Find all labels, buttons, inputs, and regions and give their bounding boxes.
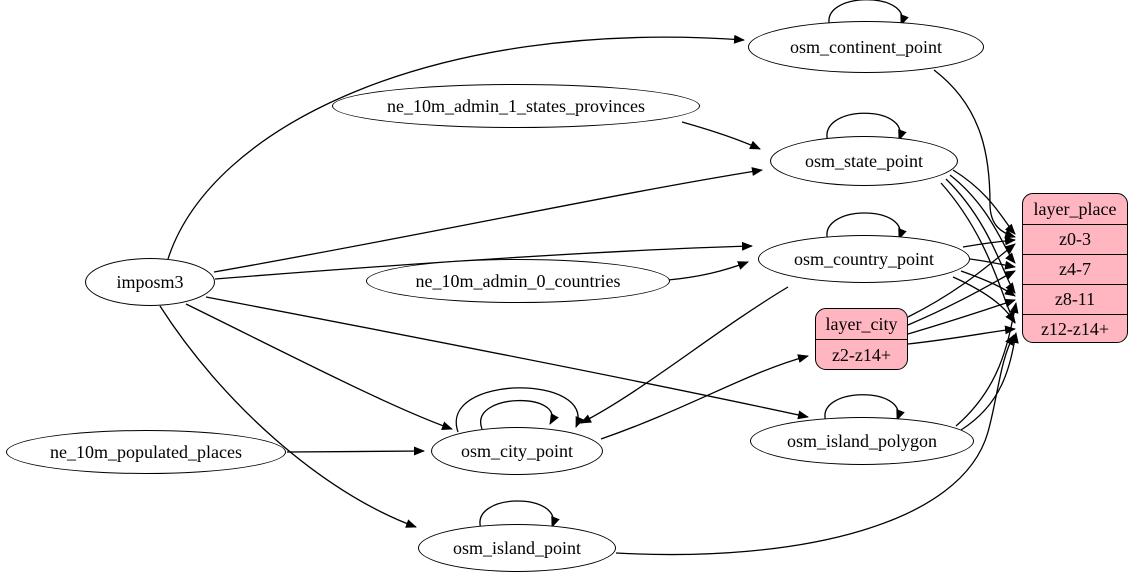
node-osm-continent-point: osm_continent_point xyxy=(748,21,984,73)
edge-imposm3-to-osm_city_point xyxy=(185,303,453,430)
edge-layer_city-to-layer_place-z12-z14+ xyxy=(907,325,1016,345)
edge-osm_country_point-to-layer_place-z4-7 xyxy=(969,258,1016,270)
node-label: osm_state_point xyxy=(805,150,923,171)
node-osm-state-point: osm_state_point xyxy=(770,136,958,186)
node-osm-country-point: osm_country_point xyxy=(758,235,970,283)
record-row-z8-11: z8-11 xyxy=(1023,284,1127,314)
node-label: osm_country_point xyxy=(794,248,934,269)
node-ne-10m-populated-places: ne_10m_populated_places xyxy=(6,430,286,474)
record-title: layer_city xyxy=(825,313,898,334)
node-osm-island-polygon: osm_island_polygon xyxy=(750,417,974,465)
node-label: osm_continent_point xyxy=(790,36,942,57)
node-layer-city: layer_city z2-z14+ xyxy=(815,308,908,370)
record-row-z4-7: z4-7 xyxy=(1023,254,1127,284)
record-row-z12-z14-: z12-z14+ xyxy=(1023,314,1127,342)
edge-osm_state_point-to-layer_place-z8-11 xyxy=(945,178,1016,294)
edge-osm_state_point-to-osm_state_point-loop1 xyxy=(826,112,907,143)
edge-osm_country_point-to-layer_place-z8-11 xyxy=(960,270,1016,297)
edge-osm_state_point-to-layer_place-z0-3 xyxy=(952,169,1016,235)
node-osm-island-point: osm_island_point xyxy=(418,524,616,572)
edge-osm_continent_point-to-layer_place-z0-3 xyxy=(933,69,1016,239)
edge-imposm3-to-osm_island_polygon xyxy=(205,296,809,420)
node-label: ne_10m_admin_0_countries xyxy=(415,270,621,291)
edge-osm_city_point-to-osm_city_point-loop1 xyxy=(455,387,584,433)
record-row-z2-z14-: z2-z14+ xyxy=(816,339,907,369)
edge-osm_island_point-to-osm_island_point-loop1 xyxy=(479,500,560,530)
edge-osm_country_point-to-osm_country_point-loop1 xyxy=(826,212,907,242)
edge-imposm3-to-osm_state_point xyxy=(213,167,763,273)
node-ne-10m-admin-0-countries: ne_10m_admin_0_countries xyxy=(366,259,670,303)
node-osm-city-point: osm_city_point xyxy=(431,427,603,475)
edge-layer_city-to-layer_place-z8-11 xyxy=(907,298,1016,335)
node-imposm3: imposm3 xyxy=(85,258,215,306)
edge-osm_country_point-to-layer_place-z0-3 xyxy=(962,236,1016,248)
edge-layer_city-to-layer_place-z4-7 xyxy=(907,270,1016,326)
node-ne-10m-admin-1-states-provinces: ne_10m_admin_1_states_provinces xyxy=(332,84,700,128)
edge-osm_state_point-to-layer_place-z4-7 xyxy=(949,174,1016,264)
record-title: layer_place xyxy=(1033,198,1117,219)
node-label: osm_island_polygon xyxy=(786,430,937,451)
edge-imposm3-to-osm_country_point xyxy=(214,241,753,280)
edge-osm_country_point-to-osm_city_point xyxy=(580,286,789,424)
edge-imposm3-to-osm_island_point xyxy=(159,305,417,528)
node-label: osm_island_point xyxy=(452,537,581,558)
record-row-z0-3: z0-3 xyxy=(1023,224,1127,254)
node-label: osm_city_point xyxy=(461,440,573,461)
node-label: ne_10m_populated_places xyxy=(50,441,242,462)
node-label: imposm3 xyxy=(116,271,184,292)
edge-layer_city-to-layer_place-z0-3 xyxy=(907,243,1016,318)
edge-osm_city_point-to-osm_city_point-loop2 xyxy=(480,399,559,430)
edge-ne_10m_populated_places-to-osm_city_point xyxy=(286,446,425,456)
edge-osm_island_polygon-to-osm_island_polygon-loop1 xyxy=(824,394,905,423)
node-label: ne_10m_admin_1_states_provinces xyxy=(387,95,645,116)
edge-ne_10m_admin_1_states_provinces-to-osm_state_point xyxy=(681,121,761,150)
edge-imposm3-to-osm_continent_point xyxy=(167,34,745,260)
edge-osm_continent_point-to-osm_continent_point-loop1 xyxy=(828,0,909,28)
edge-osm_city_point-to-layer_city-z2-z14+ xyxy=(600,354,809,440)
edge-osm_island_polygon-to-layer_place-z8-11 xyxy=(955,302,1019,427)
edge-ne_10m_admin_0_countries-to-osm_country_point xyxy=(667,261,749,281)
edge-osm_island_point-to-layer_place-z12-z14+ xyxy=(615,334,1015,556)
